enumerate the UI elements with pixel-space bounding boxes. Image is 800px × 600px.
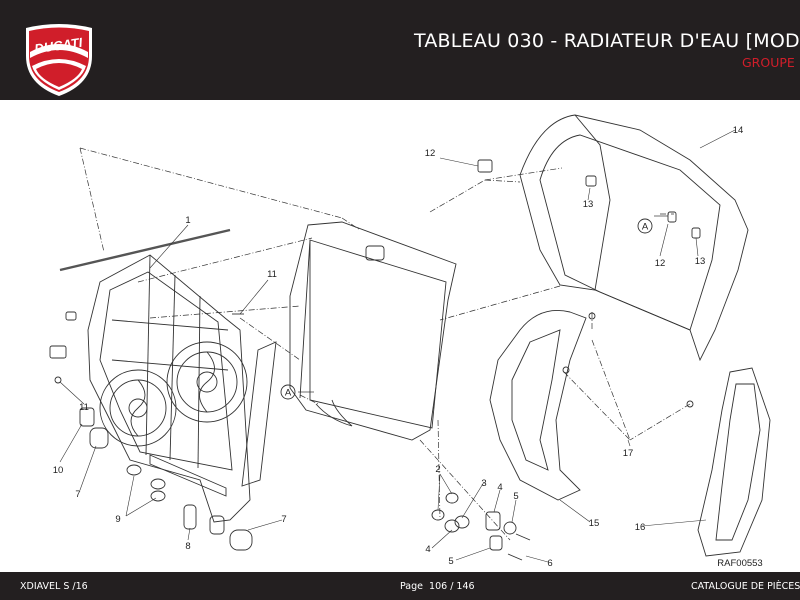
callout-12a: 12 <box>425 148 436 159</box>
callout-3: 3 <box>481 478 486 489</box>
exploded-parts-diagram: A A 1 2 3 4 4 5 5 6 7 7 8 9 10 11 11 12 … <box>0 100 800 572</box>
page-footer: XDIAVEL S /16 Page 106 / 146 CATALOGUE D… <box>0 572 800 600</box>
callout-8: 8 <box>185 541 190 552</box>
callout-14: 14 <box>733 125 744 136</box>
page-subtitle: GROUPE <box>742 55 795 70</box>
callout-9: 9 <box>115 514 120 525</box>
logo-text: DUCATI <box>33 35 83 57</box>
callout-13a: 13 <box>583 199 594 210</box>
callout-4b: 4 <box>425 544 430 555</box>
ducati-logo-icon: DUCATI <box>26 24 92 96</box>
footer-catalogue: CATALOGUE DE PIÈCES DÉ <box>691 581 800 592</box>
callout-16: 16 <box>635 522 646 533</box>
drawing-reference: RAF00553 <box>717 558 762 569</box>
callout-12b: 12 <box>655 258 666 269</box>
view-marker-right: A <box>642 222 649 233</box>
callout-6: 6 <box>547 558 552 569</box>
footer-page-number: 106 / 146 <box>429 581 475 592</box>
callout-15: 15 <box>589 518 600 529</box>
footer-model: XDIAVEL S /16 <box>20 581 88 592</box>
callout-10: 10 <box>53 465 64 476</box>
footer-page: Page 106 / 146 <box>400 581 475 592</box>
callout-7b: 7 <box>281 514 286 525</box>
callout-13b: 13 <box>695 256 706 267</box>
callout-17: 17 <box>623 448 634 459</box>
callout-1: 1 <box>185 215 190 226</box>
page-header: DUCATI TABLEAU 030 - RADIATEUR D'EAU [MO… <box>0 0 800 100</box>
parts-diagram-svg: A A 1 2 3 4 4 5 5 6 7 7 8 9 10 11 11 12 … <box>49 114 771 569</box>
callout-7a: 7 <box>75 489 80 500</box>
page-title: TABLEAU 030 - RADIATEUR D'EAU [MOD:XDIA <box>414 30 800 52</box>
footer-page-label: Page <box>400 581 423 592</box>
callout-5b: 5 <box>448 556 453 567</box>
callout-5a: 5 <box>513 491 518 502</box>
callout-11b: 11 <box>267 269 277 280</box>
callout-2: 2 <box>435 464 440 475</box>
callout-11a: 11 <box>79 402 89 413</box>
view-marker-left: A <box>285 388 292 399</box>
callout-4a: 4 <box>497 482 502 493</box>
